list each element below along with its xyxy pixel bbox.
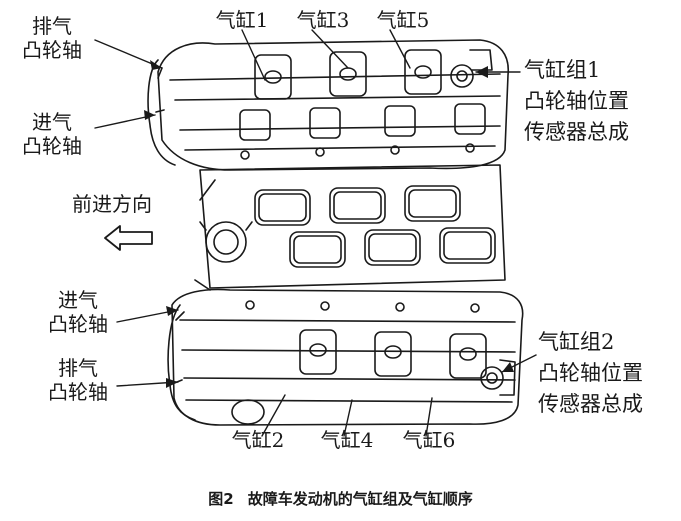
bank1-sensor-label: 气缸组1 凸轮轴位置 传感器总成 xyxy=(524,58,629,144)
bank2-cylinder-head xyxy=(167,288,524,426)
bank2-sensor-label: 气缸组2 凸轮轴位置 传感器总成 xyxy=(538,330,643,416)
intake-camshaft-top-label: 进气 凸轮轴 xyxy=(22,110,82,158)
cylinder-6-label: 气缸6 xyxy=(402,428,456,452)
figure-title: 故障车发动机的气缸组及气缸顺序 xyxy=(247,490,473,508)
cylinder-4-label: 气缸4 xyxy=(320,428,374,452)
figure-number: 图2 xyxy=(208,490,234,508)
cylinder-5-label: 气缸5 xyxy=(376,8,430,32)
figure-caption: 图2 故障车发动机的气缸组及气缸顺序 xyxy=(0,488,681,509)
bank1-cylinder-head xyxy=(147,39,509,171)
leader-lines xyxy=(94,29,537,437)
forward-arrow-icon xyxy=(104,225,153,251)
exhaust-camshaft-top-label: 排气 凸轮轴 xyxy=(22,14,82,62)
intake-camshaft-bottom-label: 进气 凸轮轴 xyxy=(48,288,108,336)
cylinder-3-label: 气缸3 xyxy=(296,8,350,32)
exhaust-camshaft-bottom-label: 排气 凸轮轴 xyxy=(48,356,108,404)
cylinder-2-label: 气缸2 xyxy=(231,428,285,452)
engine-block-middle xyxy=(194,164,506,291)
cylinder-1-label: 气缸1 xyxy=(215,8,269,32)
forward-direction-label: 前进方向 xyxy=(72,192,152,216)
engine-line-drawing xyxy=(94,29,537,437)
